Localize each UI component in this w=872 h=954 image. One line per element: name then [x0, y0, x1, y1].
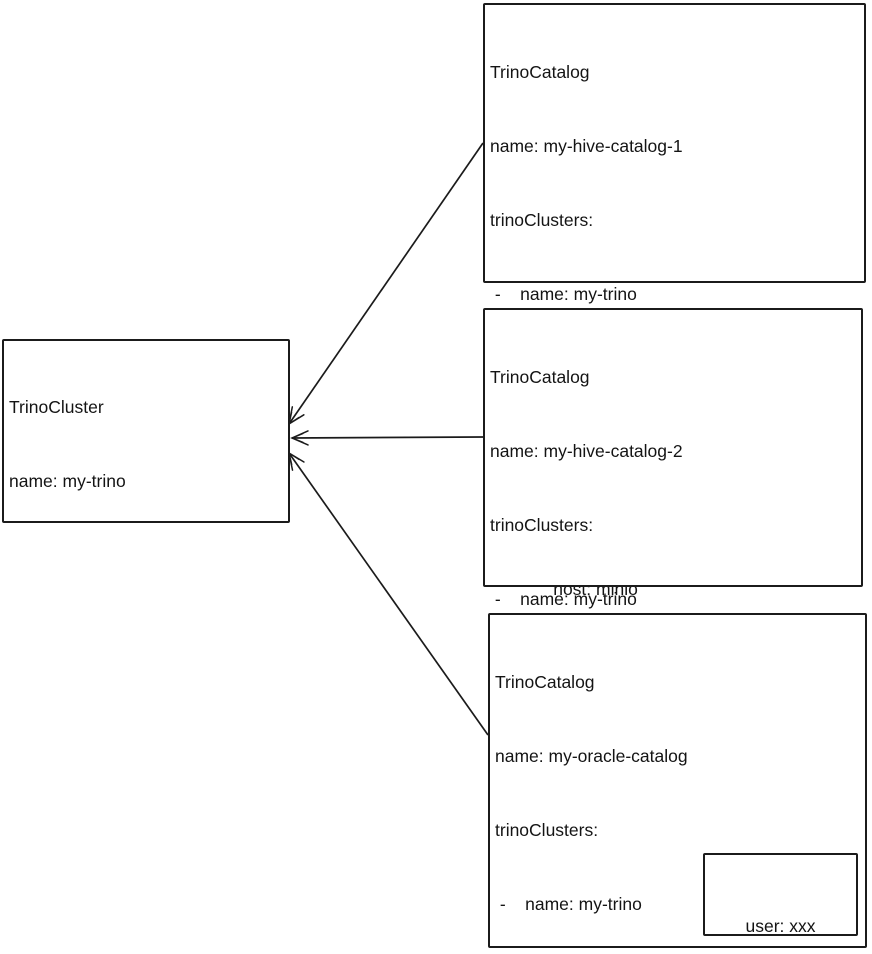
- trino-catalog-1-box: TrinoCatalog name: my-hive-catalog-1 tri…: [483, 3, 866, 672]
- connector-catalog2-to-cluster: [290, 430, 484, 446]
- box-text: TrinoCluster name: my-trino: [4, 341, 288, 543]
- connector-catalog1-to-cluster: [287, 142, 484, 426]
- box-text: user: xxx password: xxx: [705, 855, 856, 954]
- text-line: name: my-hive-catalog-1: [490, 135, 683, 156]
- text-line: - name: my-trino: [490, 283, 637, 304]
- text-line: name: my-oracle-catalog: [495, 745, 688, 766]
- box-text: TrinoCatalog name: my-oracle-catalog tri…: [490, 615, 865, 954]
- text-line: name: my-hive-catalog-2: [490, 440, 683, 461]
- text-line: - name: my-trino: [490, 588, 637, 609]
- text-line: TrinoCluster: [9, 397, 104, 418]
- text-line: user: xxx: [745, 916, 816, 937]
- connector-catalog3-to-cluster: [287, 451, 489, 736]
- text-line: - name: my-trino: [495, 893, 642, 914]
- text-line: name: my-trino: [9, 470, 126, 491]
- text-line: trinoClusters:: [495, 819, 599, 840]
- text-line: TrinoCatalog: [490, 367, 590, 388]
- text-line: TrinoCatalog: [495, 672, 595, 693]
- text-line: trinoClusters:: [490, 209, 594, 230]
- trino-catalog-2-box: TrinoCatalog name: my-hive-catalog-2 tri…: [483, 308, 863, 904]
- text-line: TrinoCatalog: [490, 62, 590, 83]
- text-line: trinoClusters:: [490, 514, 594, 535]
- trino-cluster-box: TrinoCluster name: my-trino: [2, 339, 290, 523]
- credentials-secret-box: user: xxx password: xxx: [703, 853, 858, 936]
